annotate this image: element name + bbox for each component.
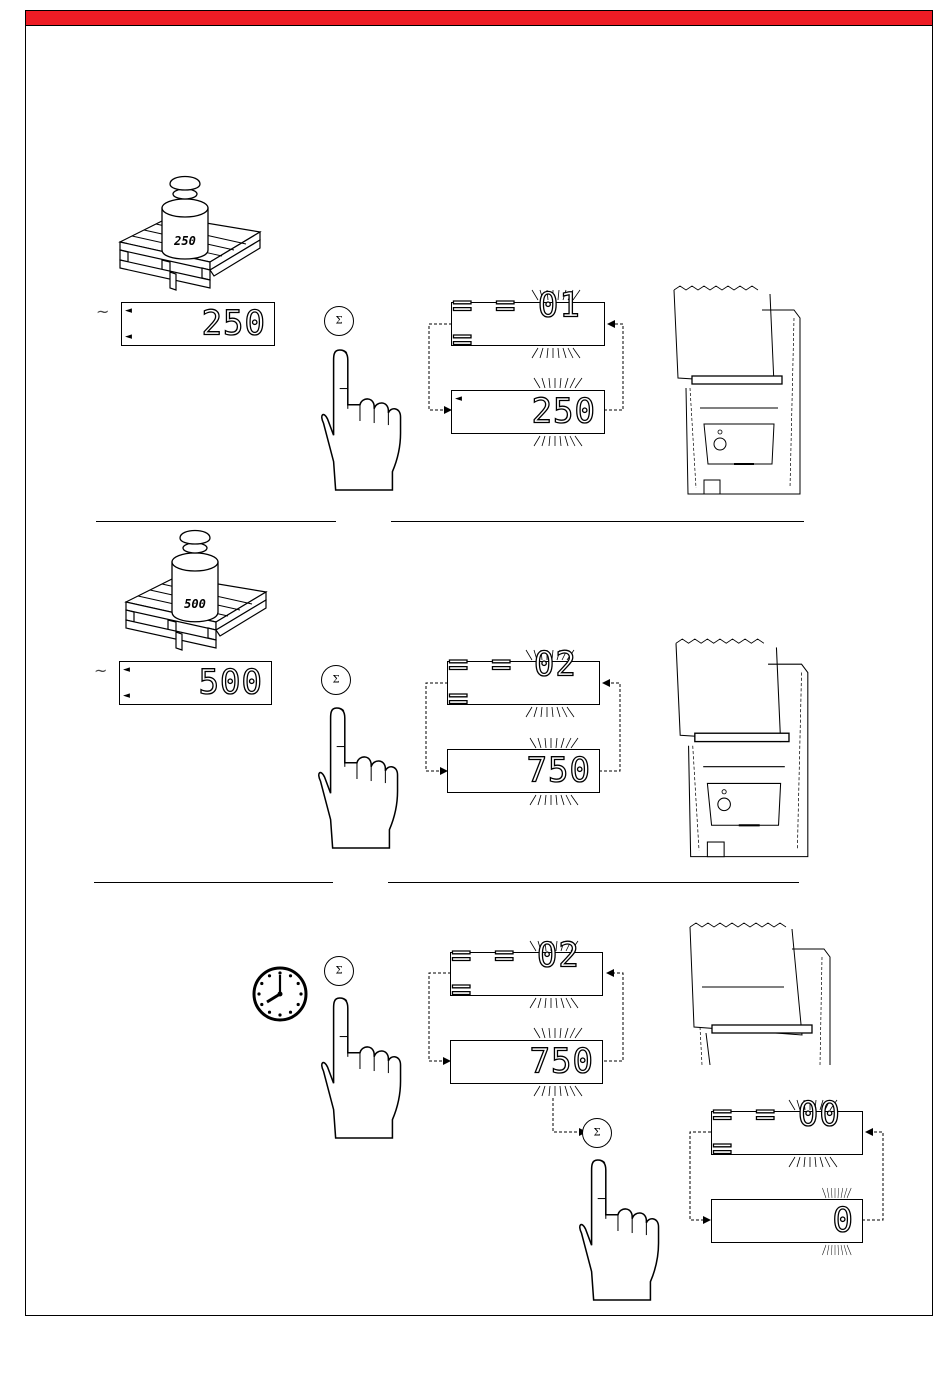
pointing-hand-icon (314, 996, 410, 1140)
sigma-key-icon[interactable]: Σ (324, 306, 354, 336)
pointing-hand-icon (311, 706, 407, 850)
printer-icon (688, 923, 833, 1068)
divider (388, 882, 799, 883)
counter-display: = = 02 = (447, 661, 600, 705)
total-display: 750 (447, 749, 600, 793)
sigma-key-icon[interactable]: Σ (582, 1118, 612, 1148)
sigma-key-label: Σ (322, 675, 350, 686)
counter-display: = = 01 = (451, 302, 605, 346)
pointing-hand-icon (314, 348, 410, 492)
sigma-key-icon[interactable]: Σ (321, 665, 351, 695)
total-readout: 750 (527, 753, 591, 787)
sigma-key-icon[interactable]: Σ (324, 956, 354, 986)
indicator-arrow: ◄ (125, 307, 132, 316)
pointing-hand-icon (572, 1158, 668, 1302)
weight-on-pallet-icon: 500 (116, 532, 286, 657)
divider (94, 882, 333, 883)
blink-rays (536, 996, 582, 1008)
weight-label: 250 (173, 234, 196, 248)
header-bar (25, 10, 933, 26)
indicator-arrow: ◄ (125, 333, 132, 342)
stable-symbol: ~ (94, 661, 107, 680)
total-readout: 750 (530, 1044, 594, 1078)
total-readout: 250 (532, 394, 596, 428)
weight-readout: 500 (199, 665, 263, 699)
sigma-key-label: Σ (325, 316, 353, 327)
sigma-key-label: Σ (583, 1128, 611, 1139)
blink-rays (826, 1243, 854, 1255)
printer-icon (676, 638, 812, 864)
counter-display: = = 02 = (450, 952, 603, 996)
divider (391, 521, 804, 522)
total-display: 750 (450, 1040, 603, 1084)
indicator-arrow: ◄ (455, 395, 462, 404)
blink-rays (538, 346, 584, 358)
printer-icon (674, 288, 804, 498)
indicator-arrow: ◄ (123, 666, 130, 675)
weight-label: 500 (184, 597, 206, 611)
weight-display: ◄ ◄ 500 (119, 661, 272, 705)
blink-rays (540, 1028, 586, 1040)
stable-symbol: ~ (96, 302, 109, 321)
total-display: ◄ 250 (451, 390, 605, 434)
blink-rays (795, 1155, 841, 1167)
reset-total-readout: 0 (833, 1203, 854, 1237)
reset-counter-display: = = 00 = (711, 1111, 863, 1155)
clock-icon (252, 966, 308, 1022)
indicator-arrow: ◄ (123, 692, 130, 701)
blink-rays (540, 434, 586, 446)
blink-rays (540, 378, 586, 390)
divider (96, 521, 336, 522)
reset-total-display: 0 (711, 1199, 863, 1243)
sigma-key-label: Σ (325, 966, 353, 977)
weight-readout: 250 (202, 306, 266, 340)
blink-rays (536, 793, 582, 805)
blink-rays (532, 705, 578, 717)
weight-display: ◄ ◄ 250 (121, 302, 275, 346)
weight-on-pallet-icon: 250 (110, 172, 280, 297)
blink-rays (540, 1084, 586, 1096)
